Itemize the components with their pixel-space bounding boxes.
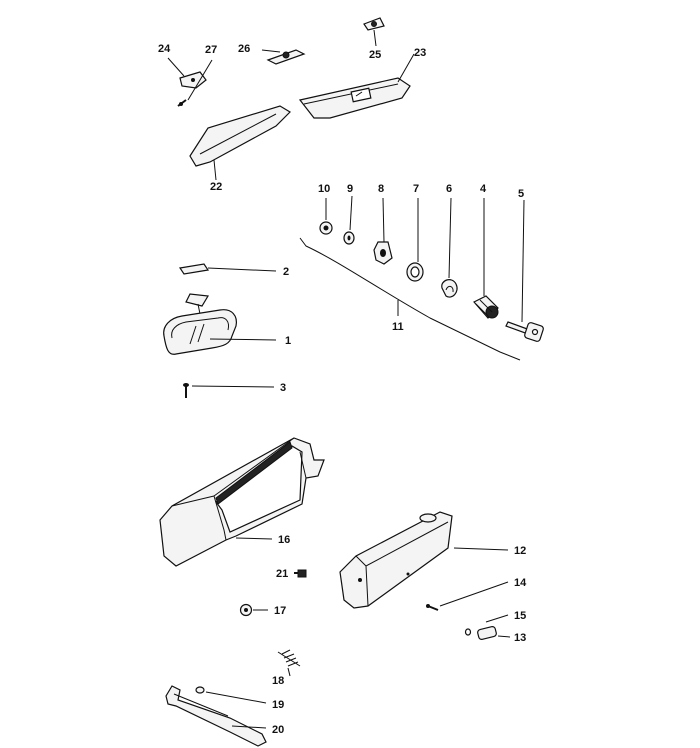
label-24: 24: [158, 43, 171, 55]
part-14-screw: [426, 604, 439, 611]
label-7: 7: [413, 183, 419, 195]
part-16-glove-box: [159, 437, 325, 567]
label-11: 11: [392, 321, 404, 333]
part-12-glove-box-lid: [339, 511, 453, 609]
part-13-stopper: [477, 626, 497, 640]
part-10-nut: [319, 221, 333, 235]
part-19-nut: [195, 686, 205, 694]
label-26: 26: [238, 43, 250, 55]
label-2: 2: [283, 266, 289, 278]
label-14: 14: [514, 577, 527, 589]
label-5: 5: [518, 188, 524, 200]
label-9: 9: [347, 183, 353, 195]
label-16: 16: [278, 534, 290, 546]
part-25-hook: [363, 17, 385, 31]
label-4: 4: [480, 183, 487, 195]
part-1-mirror: [163, 293, 237, 355]
label-18: 18: [272, 675, 284, 687]
part-24-bracket: [179, 71, 207, 89]
label-20: 20: [272, 724, 284, 736]
label-6: 6: [446, 183, 452, 195]
label-3: 3: [280, 382, 286, 394]
label-27: 27: [205, 44, 217, 56]
label-21: 21: [276, 568, 288, 580]
label-1: 1: [285, 335, 291, 347]
part-7-ring: [406, 262, 424, 282]
part-22-sun-visor: [189, 105, 291, 167]
label-19: 19: [272, 699, 284, 711]
part-6-spring-clip: [441, 279, 458, 298]
part-4-lock-cylinder: [473, 295, 499, 319]
part-9-washer: [343, 231, 355, 245]
part-26-clip: [266, 49, 306, 65]
label-25: 25: [369, 49, 381, 61]
part-21-bolt: [294, 569, 307, 578]
part-17-nut: [239, 603, 253, 617]
part-23-sun-visor: [298, 77, 411, 119]
label-15: 15: [514, 610, 526, 622]
label-10: 10: [318, 183, 330, 195]
label-12: 12: [514, 545, 526, 557]
part-2-pad: [178, 263, 210, 275]
label-23: 23: [414, 47, 426, 59]
label-17: 17: [274, 605, 286, 617]
label-8: 8: [378, 183, 384, 195]
part-8-cam: [373, 241, 393, 265]
label-22: 22: [210, 181, 222, 193]
part-20-strap: [165, 685, 267, 747]
part-3-screw: [183, 383, 189, 398]
part-5-key: [505, 321, 544, 342]
label-13: 13: [514, 632, 526, 644]
part-15-washer: [464, 628, 472, 636]
part-18-spring: [277, 649, 301, 667]
part-27-screw: [177, 99, 187, 107]
